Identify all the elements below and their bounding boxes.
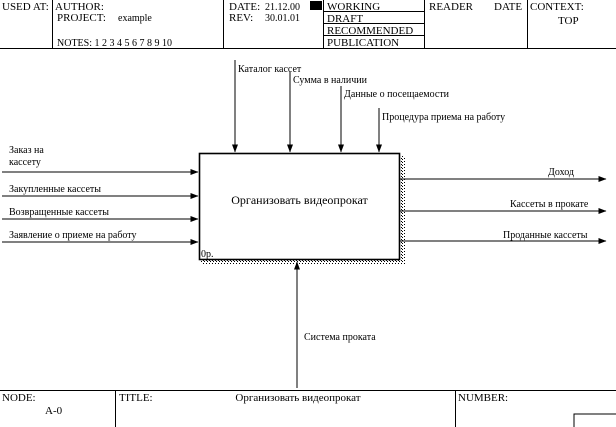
input-label-order-line1: Заказ на — [9, 145, 44, 156]
diagram-title: Организовать видеопрокат — [235, 392, 360, 404]
footer-frame — [0, 390, 616, 427]
status-recommended: RECOMMENDED — [327, 25, 413, 37]
date-label: DATE: — [229, 1, 260, 13]
title-label: TITLE: — [119, 392, 153, 404]
activity-cost: 0р. — [201, 249, 214, 260]
node-value: A-0 — [45, 405, 63, 417]
input-label-purchased: Закупленные кассеты — [9, 184, 101, 195]
activity-box[interactable] — [198, 152, 401, 261]
control-label-cash: Сумма в наличии — [293, 75, 368, 86]
status-publication: PUBLICATION — [327, 37, 399, 49]
working-status-marker — [310, 1, 322, 10]
output-label-rented: Кассеты в прокате — [510, 199, 589, 210]
activity-name: Организовать видеопрокат — [231, 193, 368, 207]
input-label-order-line2: кассету — [9, 157, 41, 168]
reader-label: READER — [429, 1, 474, 13]
author-label: AUTHOR: — [55, 1, 104, 13]
node-label: NODE: — [2, 392, 36, 404]
header-frame — [0, 0, 616, 49]
status-working: WORKING — [327, 1, 380, 13]
number-label: NUMBER: — [458, 392, 508, 404]
notes-row: NOTES: 1 2 3 4 5 6 7 8 9 10 — [57, 38, 172, 49]
rev-value: 30.01.01 — [265, 13, 300, 24]
reader-date-label: DATE — [494, 1, 522, 13]
rev-label: REV: — [229, 12, 253, 24]
status-draft: DRAFT — [327, 13, 363, 25]
project-label: PROJECT: — [57, 12, 106, 24]
control-label-attendance: Данные о посещаемости — [344, 89, 450, 100]
control-label-catalog: Каталог кассет — [238, 64, 302, 75]
output-label-income: Доход — [548, 167, 574, 178]
context-value: TOP — [558, 15, 579, 27]
input-label-application: Заявление о приеме на работу — [9, 230, 137, 241]
used-at-label: USED AT: — [2, 1, 49, 13]
date-value: 21.12.00 — [265, 2, 300, 13]
context-label: CONTEXT: — [530, 1, 584, 13]
input-label-returned: Возвращенные кассеты — [9, 207, 109, 218]
output-label-sold: Проданные кассеты — [503, 230, 588, 241]
control-label-hiring-procedure: Процедура приема на работу — [382, 112, 505, 123]
mechanism-label-rental-system: Система проката — [304, 332, 376, 343]
project-value: example — [118, 13, 152, 24]
